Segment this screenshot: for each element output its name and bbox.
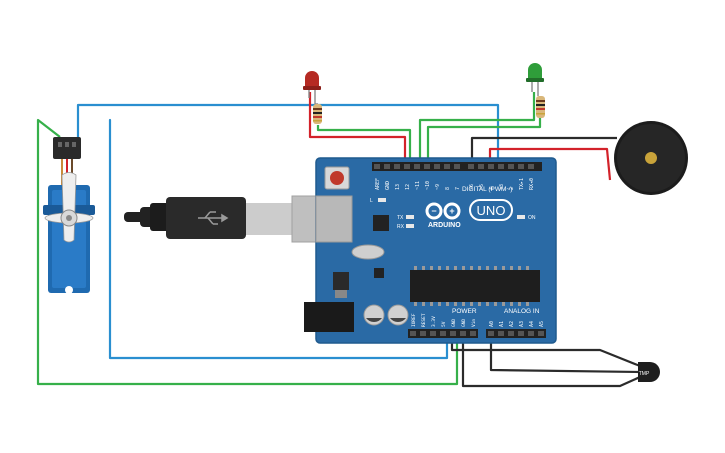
analog-header-label: ANALOG IN bbox=[504, 308, 540, 315]
pin-label: GND bbox=[451, 319, 457, 327]
pin-label: IOREF bbox=[411, 313, 417, 327]
pin-label: GND bbox=[461, 319, 467, 327]
pin-label: A3 bbox=[519, 321, 525, 327]
top-pin-labels: AREF GND 13 12 ~11 ~10 ~9 8 7 ~6 ~5 4 ~3 2 TX▸1 RX◂0 bbox=[375, 178, 535, 190]
pin-label: 7 bbox=[455, 187, 461, 190]
usb-icon bbox=[198, 211, 229, 225]
green-led-resistor[interactable] bbox=[536, 96, 545, 118]
pin-label: 4 bbox=[489, 187, 495, 190]
led-tx-label: TX bbox=[397, 215, 404, 221]
pin-label: RESET bbox=[421, 313, 427, 327]
microcontroller-chip bbox=[410, 270, 540, 302]
pin-label: ~5 bbox=[479, 184, 485, 190]
wire-servo-ground[interactable] bbox=[36, 118, 459, 386]
pin-label: TX▸1 bbox=[519, 178, 525, 190]
pin-label: 3.3V bbox=[431, 316, 437, 327]
wire-servo-power[interactable] bbox=[108, 118, 449, 360]
wire-sensor-signal[interactable] bbox=[489, 333, 641, 374]
analog-pin-labels: A0 A1 A2 A3 A4 A5 bbox=[489, 321, 545, 327]
svg-text:+: + bbox=[449, 206, 454, 216]
power-jack bbox=[304, 302, 354, 332]
servo-motor[interactable] bbox=[43, 137, 95, 294]
uno-logo-text: UNO bbox=[477, 203, 506, 218]
wire-red-led-signal[interactable] bbox=[308, 92, 407, 165]
red-led-resistor[interactable] bbox=[313, 103, 322, 124]
regulator bbox=[333, 272, 349, 290]
pin-label: A0 bbox=[489, 321, 495, 327]
pin-label: 12 bbox=[405, 184, 411, 190]
wire-buzzer-ground[interactable] bbox=[470, 136, 617, 165]
analog-header bbox=[486, 329, 546, 338]
pin-label: ~3 bbox=[499, 184, 505, 190]
wire-sensor-vcc[interactable] bbox=[461, 333, 641, 388]
usb-chip bbox=[373, 215, 389, 231]
pin-label: 2 bbox=[509, 187, 515, 190]
wire-buzzer-signal[interactable] bbox=[488, 147, 612, 181]
pin-label: A1 bbox=[499, 321, 505, 327]
power-pin-labels: IOREF RESET 3.3V 5V GND GND Vin bbox=[411, 313, 477, 327]
temperature-sensor[interactable]: TMP bbox=[638, 362, 660, 382]
pin-label: ~9 bbox=[435, 184, 441, 190]
arduino-logo: − + ARDUINO UNO bbox=[425, 199, 513, 229]
led-l-label: L bbox=[370, 198, 373, 204]
infinity-icon bbox=[425, 202, 461, 220]
wire-servo-signal[interactable] bbox=[76, 103, 500, 165]
digital-pin-holes bbox=[374, 164, 534, 169]
red-led[interactable] bbox=[303, 71, 321, 104]
on-led-label: ON bbox=[528, 215, 536, 221]
pin-label: ~10 bbox=[425, 181, 431, 190]
green-led[interactable] bbox=[526, 63, 544, 96]
crystal bbox=[351, 244, 385, 260]
pin-label: A2 bbox=[509, 321, 515, 327]
brand-text: ARDUINO bbox=[428, 222, 461, 229]
pin-label: GND bbox=[385, 181, 391, 190]
piezo-buzzer[interactable] bbox=[614, 121, 688, 195]
pin-label: 5V bbox=[441, 321, 447, 327]
pin-label: 13 bbox=[395, 184, 401, 190]
pin-label: 8 bbox=[445, 187, 451, 190]
digital-header-label: DIGITAL (PWM~) bbox=[462, 186, 512, 193]
sensor-label: TMP bbox=[639, 371, 650, 377]
pin-label: AREF bbox=[375, 178, 381, 190]
svg-text:−: − bbox=[431, 206, 436, 216]
pin-label: Vin bbox=[471, 319, 477, 327]
led-rx-label: RX bbox=[397, 224, 405, 230]
wire-green-led-signal[interactable] bbox=[426, 118, 542, 165]
wire-red-led-ground[interactable] bbox=[316, 125, 412, 165]
pin-label: A4 bbox=[529, 321, 535, 327]
pin-label: RX◂0 bbox=[529, 178, 535, 190]
power-header-label: POWER bbox=[452, 308, 477, 315]
pin-label: ~11 bbox=[415, 181, 421, 190]
arduino-uno-board[interactable]: AREF GND 13 12 ~11 ~10 ~9 8 7 ~6 ~5 4 ~3 2 TX▸1 RX◂0 DI… bbox=[304, 157, 557, 344]
small-chip bbox=[374, 268, 384, 278]
wire-green-led-ground[interactable] bbox=[418, 92, 536, 165]
pin-label: ~6 bbox=[469, 184, 475, 190]
capacitors bbox=[363, 304, 409, 326]
pin-label: A5 bbox=[539, 321, 545, 327]
